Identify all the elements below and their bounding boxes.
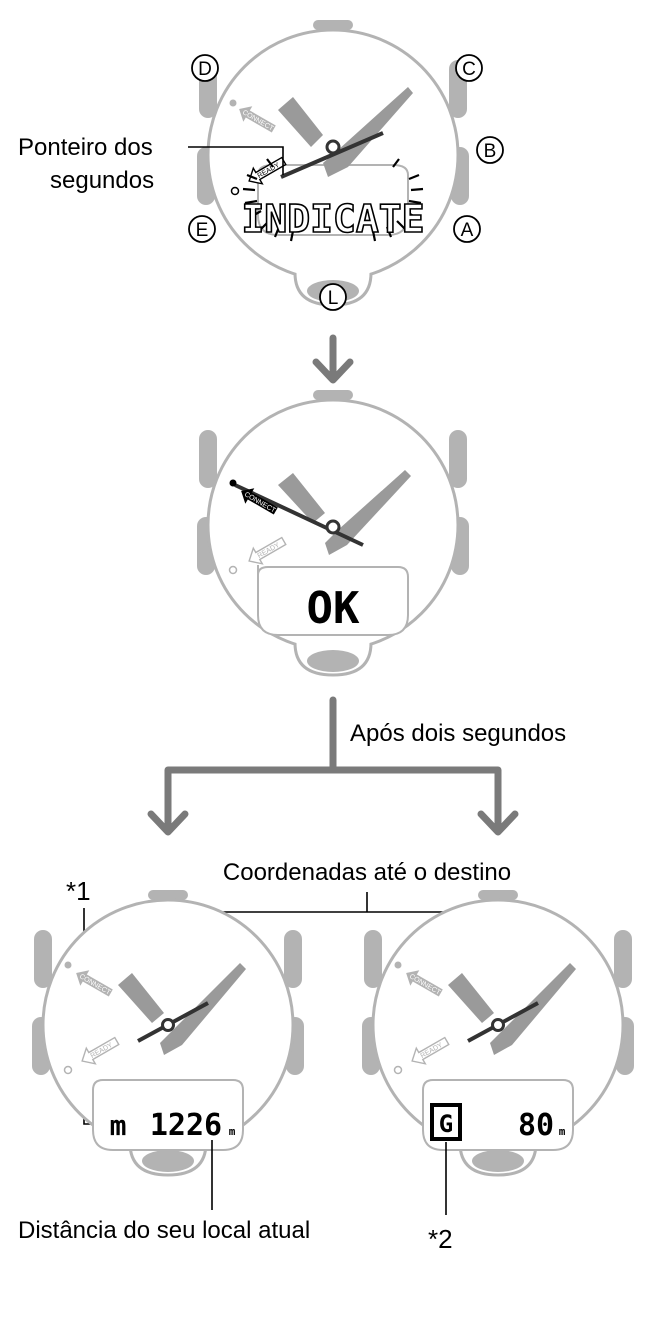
button-c[interactable]: C bbox=[455, 54, 483, 82]
button-c-label: C bbox=[462, 59, 476, 80]
hand-pivot bbox=[491, 1018, 505, 1032]
after-two-seconds-label: Após dois segundos bbox=[350, 720, 566, 747]
hour-hand bbox=[278, 473, 325, 523]
waypoint-icon: m bbox=[110, 1109, 127, 1142]
goal-icon-frame bbox=[430, 1103, 462, 1141]
button-d-label: D bbox=[198, 59, 212, 80]
hand-pivot bbox=[161, 1018, 175, 1032]
connect-dot bbox=[229, 99, 237, 107]
connect-dot bbox=[64, 961, 72, 969]
watch-distance-80: CONNECT READY G 80 m bbox=[360, 888, 636, 1177]
button-d[interactable]: D bbox=[191, 54, 219, 82]
coordinates-label: Coordenadas até o destino bbox=[223, 859, 511, 886]
button-b[interactable]: B bbox=[476, 136, 504, 164]
ready-dot bbox=[228, 565, 238, 575]
hour-hand bbox=[278, 97, 323, 147]
connect-dot bbox=[394, 961, 402, 969]
distance-unit: m bbox=[229, 1125, 236, 1138]
lcd-text-ok: OK bbox=[307, 583, 360, 634]
hour-hand bbox=[118, 973, 164, 1023]
button-l[interactable]: L bbox=[319, 283, 347, 311]
watch-ok: CONNECT READY OK bbox=[195, 388, 471, 677]
hand-pivot bbox=[325, 519, 341, 535]
note2-label: *2 bbox=[428, 1224, 453, 1254]
ready-dot bbox=[63, 1065, 73, 1075]
button-a[interactable]: A bbox=[453, 215, 481, 243]
lcd-window bbox=[92, 1079, 244, 1151]
ready-dot bbox=[393, 1065, 403, 1075]
button-b-label: B bbox=[484, 141, 497, 162]
flow-arrow-1 bbox=[312, 334, 354, 384]
flow-split bbox=[147, 696, 519, 836]
distance-value: 1226 bbox=[150, 1108, 222, 1143]
distance-label: Distância do seu local atual bbox=[18, 1217, 310, 1244]
goal-icon: G bbox=[439, 1110, 453, 1138]
second-hand-leader bbox=[188, 146, 284, 175]
distance-value: 80 bbox=[518, 1108, 554, 1143]
second-hand-label-line2: segundos bbox=[50, 167, 154, 194]
watch-indicate: CONNECT READY INDICATE bbox=[195, 18, 471, 307]
button-l-label: L bbox=[328, 288, 339, 309]
minute-hand bbox=[323, 87, 413, 177]
minute-hand bbox=[325, 470, 411, 555]
button-e-label: E bbox=[196, 220, 209, 241]
hand-pivot bbox=[325, 139, 341, 155]
lcd-text-indicate: INDICATE bbox=[241, 197, 424, 241]
second-hand-label-line1: Ponteiro dos bbox=[18, 134, 153, 161]
second-hand bbox=[234, 483, 364, 547]
distance-unit: m bbox=[559, 1125, 566, 1138]
watch-distance-1226: CONNECT READY m 1226 m bbox=[30, 888, 306, 1177]
button-a-label: A bbox=[461, 220, 474, 241]
connect-dot bbox=[229, 479, 237, 487]
hour-hand bbox=[448, 973, 494, 1023]
lcd-window bbox=[257, 164, 409, 236]
lcd-window bbox=[257, 565, 409, 636]
minute-hand bbox=[160, 963, 246, 1055]
flash-rays bbox=[242, 158, 424, 242]
second-hand bbox=[280, 131, 384, 179]
note1-label: *1 bbox=[66, 876, 91, 906]
ready-dot bbox=[230, 186, 240, 196]
button-e[interactable]: E bbox=[188, 215, 216, 243]
minute-hand bbox=[490, 963, 576, 1055]
